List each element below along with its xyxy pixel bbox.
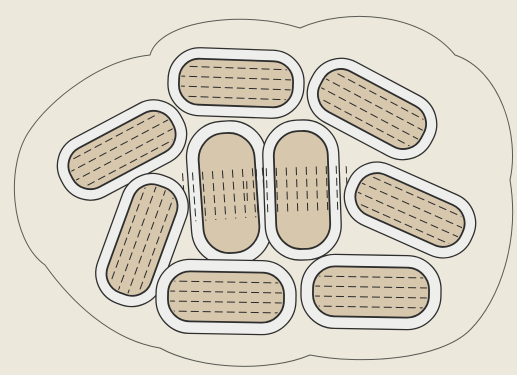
cell-1 xyxy=(167,47,305,120)
cell-9 xyxy=(300,254,441,330)
cell-8 xyxy=(155,259,296,335)
